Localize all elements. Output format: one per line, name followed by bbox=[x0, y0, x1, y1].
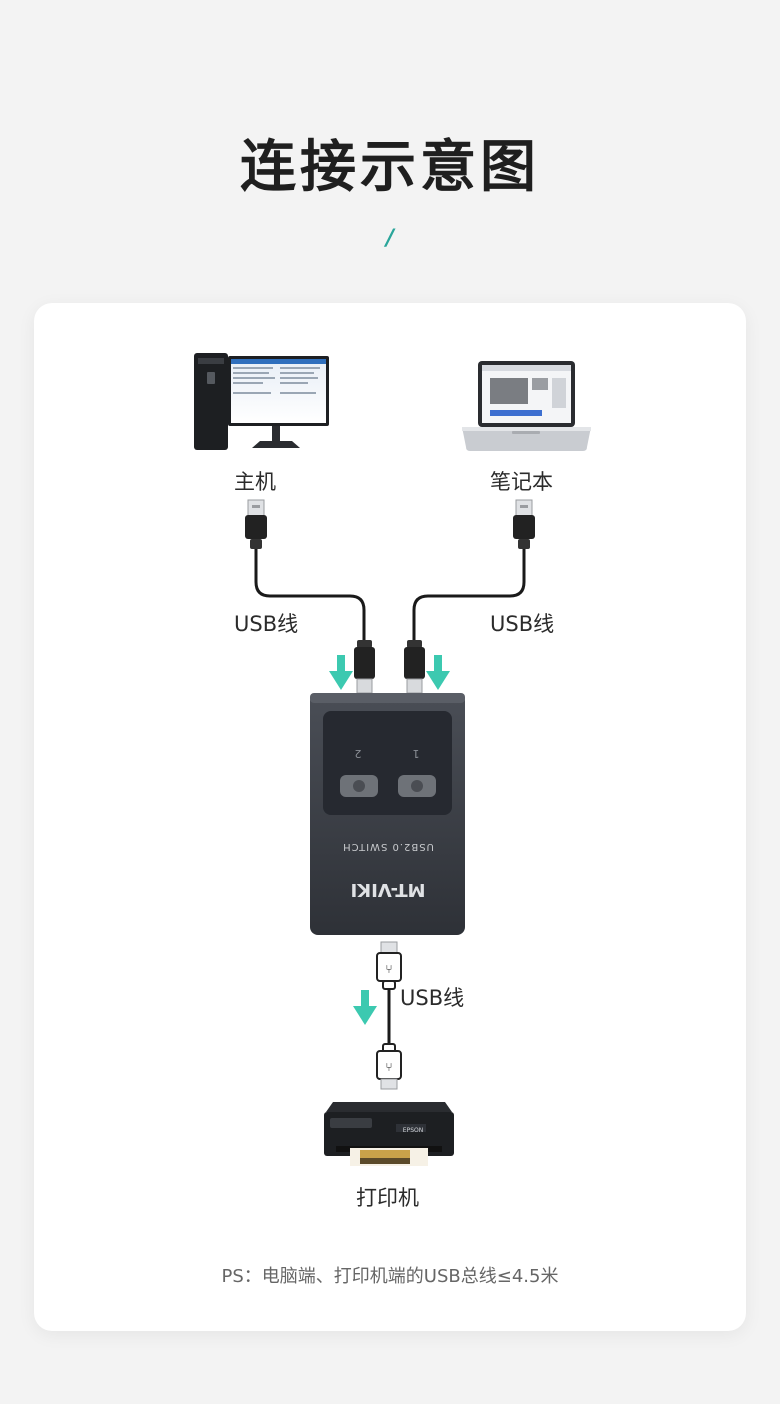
printer-label: 打印机 bbox=[356, 1186, 419, 1210]
footer-note: PS：电脑端、打印机端的USB总线≤4.5米 bbox=[221, 1266, 559, 1287]
host-label: 主机 bbox=[234, 470, 276, 494]
usb-switch-device: 2 1 USB2.0 SWITCH MT-VIKI bbox=[310, 693, 465, 935]
cable-left-label: USB线 bbox=[234, 612, 299, 636]
printer-icon: EPSON bbox=[324, 1102, 454, 1166]
arrow-down-bottom-icon bbox=[353, 990, 377, 1025]
title-accent-mark: / bbox=[385, 226, 395, 251]
cable-bottom-label: USB线 bbox=[400, 986, 465, 1010]
svg-text:EPSON: EPSON bbox=[403, 1127, 423, 1134]
switch-model-text: USB2.0 SWITCH bbox=[342, 841, 434, 852]
arrow-down-right-icon bbox=[426, 655, 450, 690]
usb-plug-printer-icon: ⑂ bbox=[376, 1043, 402, 1090]
svg-text:⑂: ⑂ bbox=[385, 962, 392, 976]
switch-button-1[interactable] bbox=[398, 775, 436, 797]
port-2-label: 2 bbox=[355, 747, 362, 760]
page-title: 连接示意图 bbox=[240, 135, 540, 200]
laptop-label: 笔记本 bbox=[490, 470, 553, 494]
usb-a-plug-right-icon bbox=[513, 499, 535, 549]
cable-right bbox=[412, 549, 526, 640]
desktop-computer-icon bbox=[194, 353, 329, 450]
arrow-down-left-icon bbox=[329, 655, 353, 690]
switch-brand-text: MT-VIKI bbox=[351, 879, 426, 900]
cable-left bbox=[254, 549, 366, 640]
switch-button-2[interactable] bbox=[340, 775, 378, 797]
cable-right-label: USB线 bbox=[490, 612, 555, 636]
usb-b-plug-left-icon bbox=[354, 640, 375, 694]
svg-text:⑂: ⑂ bbox=[385, 1060, 392, 1074]
usb-b-plug-right-icon bbox=[404, 640, 425, 694]
port-1-label: 1 bbox=[413, 747, 420, 760]
usb-a-plug-left-icon bbox=[245, 499, 267, 549]
usb-b-plug-bottom-icon: ⑂ bbox=[376, 941, 402, 990]
laptop-icon bbox=[462, 361, 591, 451]
